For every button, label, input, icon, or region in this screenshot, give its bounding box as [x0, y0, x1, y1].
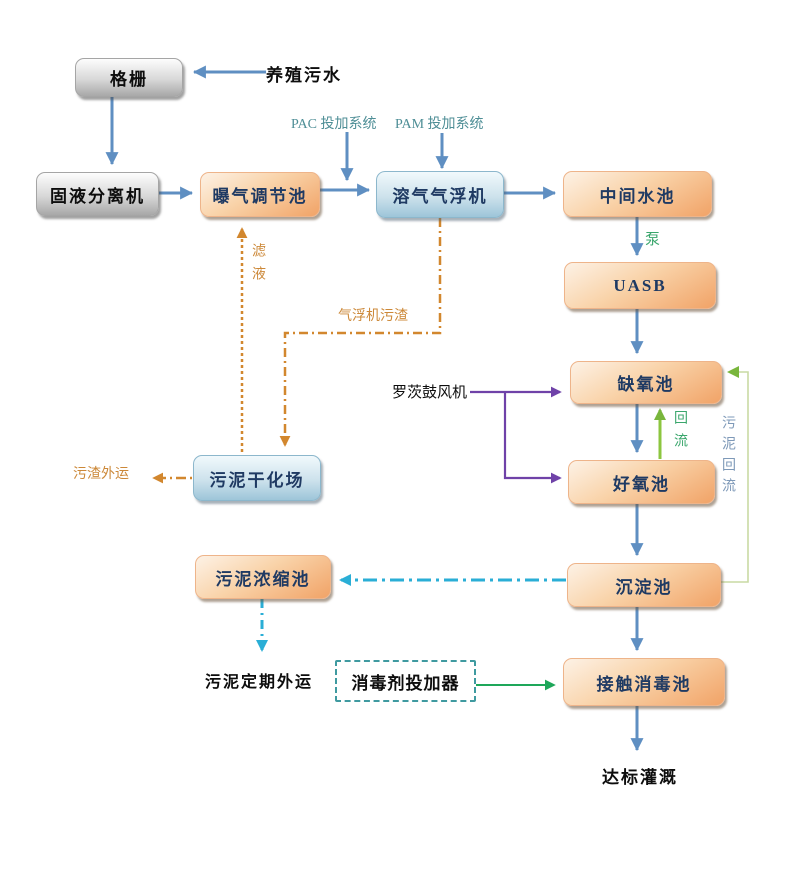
node-sedimentation-tank: 沉淀池 [567, 563, 721, 607]
node-grid: 格栅 [75, 58, 183, 97]
label-roots-blower: 罗茨鼓风机 [392, 385, 468, 401]
label-standard-irrigation: 达标灌溉 [602, 768, 678, 787]
label-daf-residue: 气浮机污渣 [338, 309, 408, 324]
node-intermediate-tank: 中间水池 [563, 171, 712, 217]
label-reflux: 回流 [672, 410, 687, 456]
label-residue-out: 污渣外运 [73, 467, 129, 482]
node-sludge-thickening-tank: 污泥浓缩池 [195, 555, 331, 599]
node-sludge-drying-field: 污泥干化场 [193, 455, 321, 501]
node-aeration-regulating-tank: 曝气调节池 [200, 172, 320, 217]
label-sludge-reflux: 污泥回流 [720, 415, 735, 499]
node-solid-liquid-separator: 固液分离机 [36, 172, 159, 216]
label-pam-dosing-system: PAM 投加系统 [395, 117, 484, 132]
label-pump: 泵 [645, 232, 661, 248]
label-sludge-periodic-removal: 污泥定期外运 [205, 674, 314, 691]
node-anoxic-tank: 缺氧池 [570, 361, 722, 404]
node-disinfectant-doser: 消毒剂投加器 [335, 660, 476, 702]
label-pac-dosing-system: PAC 投加系统 [291, 117, 377, 132]
node-contact-disinfection-tank: 接触消毒池 [563, 658, 725, 706]
node-dissolved-air-flotation: 溶气气浮机 [376, 171, 504, 218]
label-filtrate: 滤液 [250, 243, 265, 289]
label-influent: 养殖污水 [266, 66, 342, 85]
node-uasb: UASB [564, 262, 716, 309]
node-aerobic-tank: 好氧池 [568, 460, 715, 504]
